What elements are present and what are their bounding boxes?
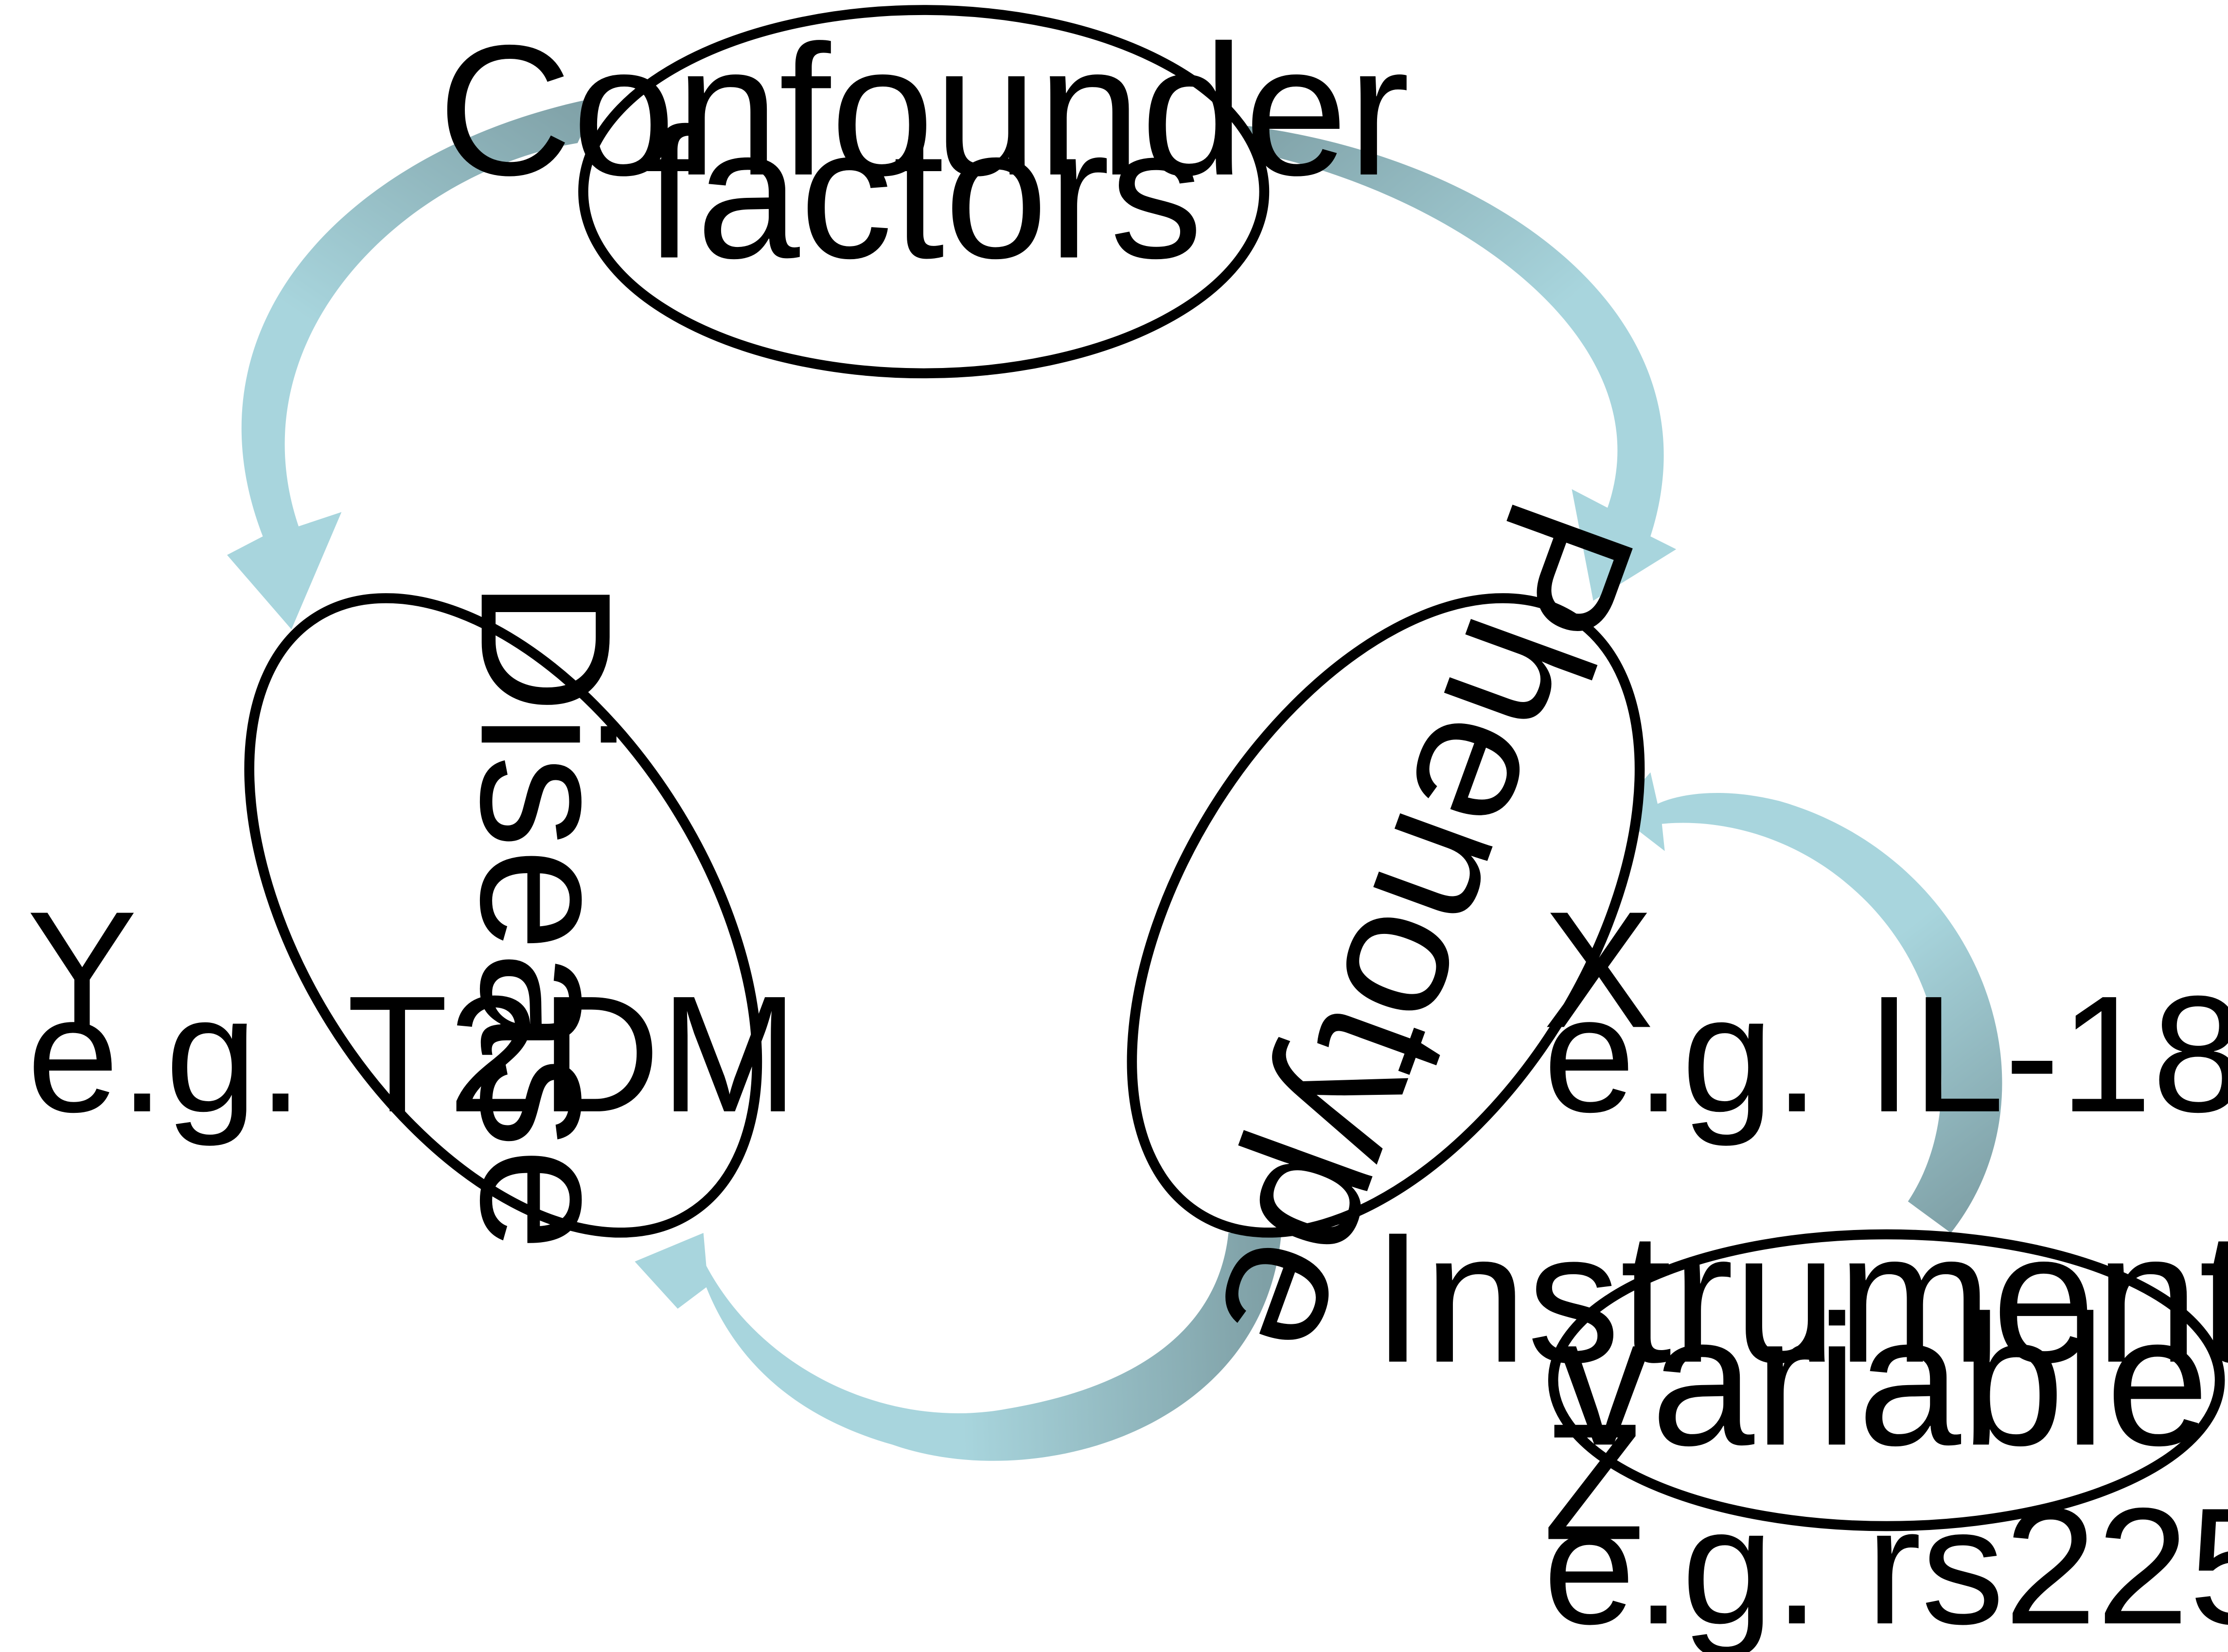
x-letter: X: [1543, 877, 1654, 1062]
y-letter: Y: [27, 877, 138, 1062]
arrow-iv-to-phenotype: [1614, 772, 2002, 1233]
confounder-ellipse: [578, 5, 1270, 379]
instrumental-variable-ellipse: [1548, 1229, 2225, 1531]
instrumental-variable-label-line1: Instrumental: [1372, 1194, 2228, 1402]
confounder-label-line2: factors: [645, 90, 1203, 298]
z-letter: Z: [1543, 1389, 1644, 1575]
arrow-confounder-to-disease: [227, 97, 599, 630]
instrumental-variable-node: Instrumental variable: [1372, 1194, 2228, 1531]
confounder-node: Confounder factors: [438, 5, 1410, 379]
disease-node: Disease: [244, 580, 762, 1251]
arrow-phenotype-to-disease: [635, 1232, 1282, 1461]
confounder-label-line1: Confounder: [438, 7, 1410, 214]
y-example: e.g. T2DM: [27, 962, 798, 1148]
disease-ellipse: [244, 593, 762, 1238]
arrow-confounder-to-phenotype: [1247, 125, 1677, 601]
x-example: e.g. IL-18: [1543, 962, 2228, 1148]
x-label-group: X e.g. IL-18: [1543, 877, 2228, 1147]
instrumental-variable-label-line2: variable: [1558, 1277, 2209, 1484]
y-label-group: Y e.g. T2DM: [27, 877, 798, 1147]
phenotype-ellipse: [1127, 593, 1645, 1238]
z-example: e.g. rs2250417: [1543, 1474, 2228, 1652]
z-label-group: Z e.g. rs2250417: [1543, 1389, 2228, 1652]
disease-label: Disease: [442, 580, 650, 1251]
